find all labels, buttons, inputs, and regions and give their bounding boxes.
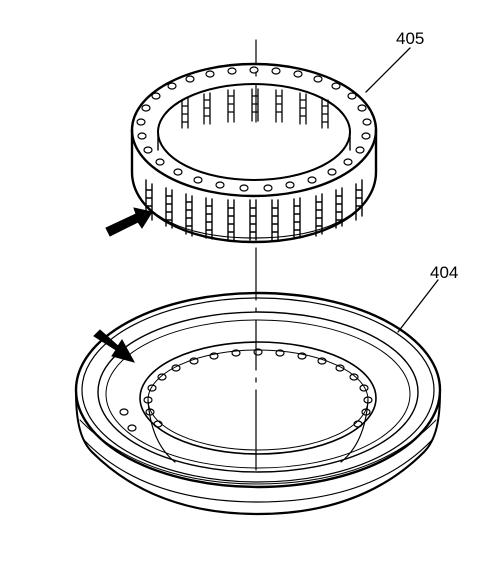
spring-retainer-ring [130,62,378,244]
housing-holes [119,348,373,432]
callout-label-404: 404 [430,263,459,282]
leader-line-405 [365,47,411,93]
ring-top-holes [136,66,372,192]
callout-label-405: 405 [396,29,425,48]
leader-line-404 [397,279,439,333]
retainer-housing [74,291,442,516]
arrow-icon-upper [105,207,153,237]
springs-front [145,179,363,241]
springs-back [181,88,329,129]
arrow-icon-lower [93,329,136,363]
